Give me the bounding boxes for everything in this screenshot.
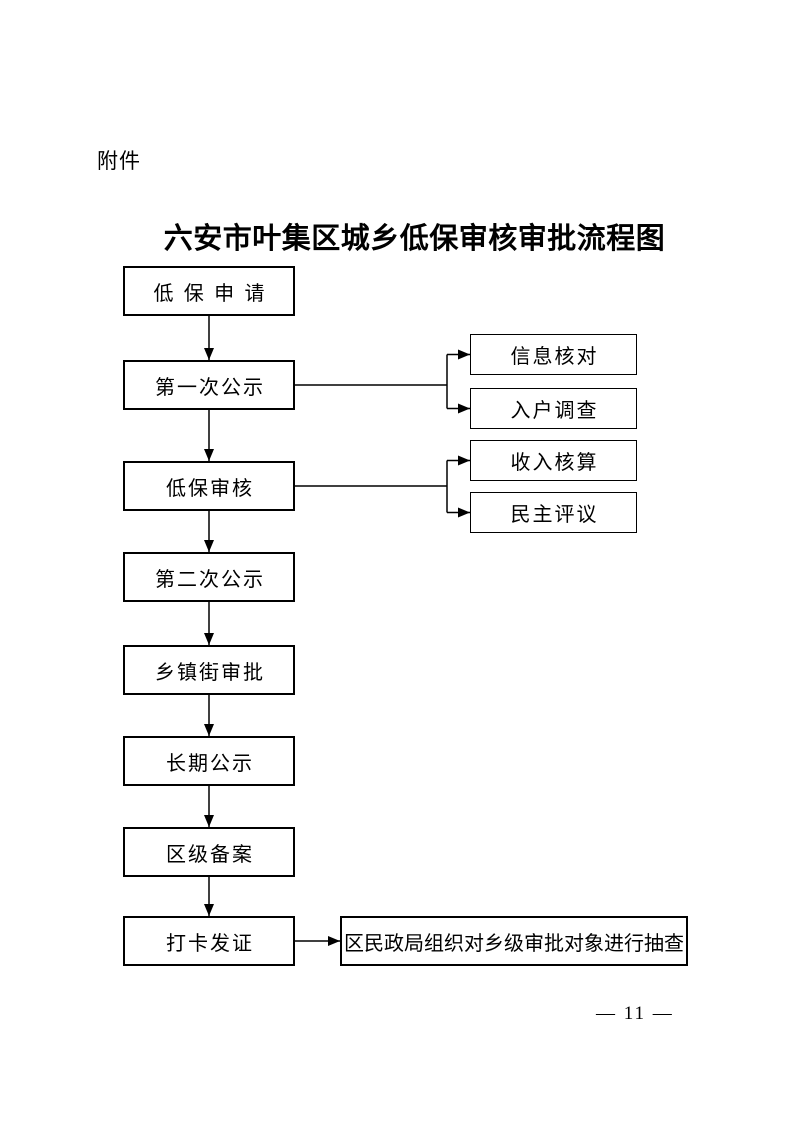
step-district-filing: 区级备案 [123,827,295,877]
attachment-label: 附件 [97,150,141,173]
page-number: — 11 — [596,1003,674,1024]
step-application: 低 保 申 请 [123,266,295,316]
branch-income-calculation: 收入核算 [470,440,637,481]
connector-first-publicity-branch [295,354,448,409]
page-title: 六安市叶集区城乡低保审核审批流程图 [163,223,666,255]
spot-check-note: 区民政局组织对乡级审批对象进行抽查 [340,916,688,966]
branch-info-check: 信息核对 [470,334,637,375]
step-card-issuance: 打卡发证 [123,916,295,966]
step-longterm-publicity: 长期公示 [123,736,295,786]
step-second-publicity: 第二次公示 [123,552,295,602]
step-review: 低保审核 [123,461,295,511]
branch-household-survey: 入户调查 [470,388,637,429]
connector-review-branch [295,460,448,513]
step-first-publicity: 第一次公示 [123,360,295,410]
step-township-approval: 乡镇街审批 [123,645,295,695]
branch-democratic-appraisal: 民主评议 [470,492,637,533]
